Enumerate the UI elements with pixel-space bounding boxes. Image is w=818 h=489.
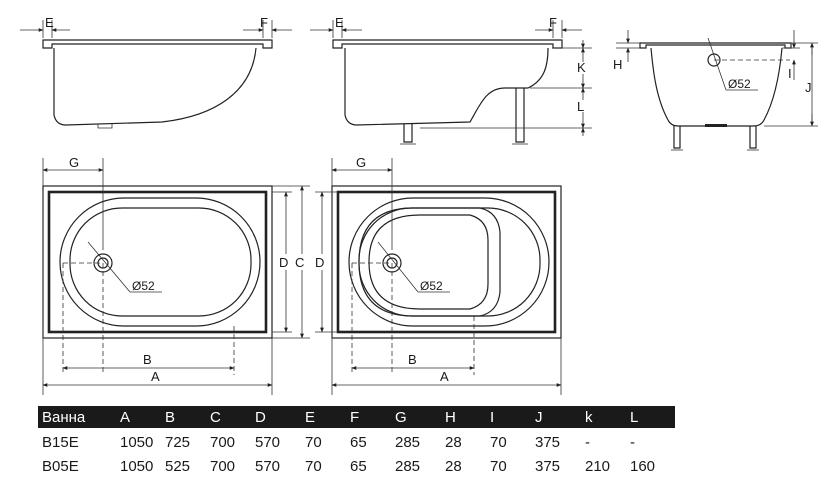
table-cell: 65	[350, 457, 367, 475]
side-view-b15e: E F	[20, 15, 292, 129]
specs-table: Ванна A B C D E F G H I J k L B15E 1050 …	[38, 406, 675, 478]
table-cell: 1050	[120, 457, 154, 475]
label-f: F	[260, 15, 268, 30]
label-drain-diameter: Ø52	[132, 279, 155, 293]
side-view-b05e: E F K L	[310, 15, 592, 145]
label-h: H	[613, 57, 622, 72]
table-cell: 160	[630, 457, 656, 475]
table-cell: 70	[305, 433, 322, 451]
column-header: C	[210, 406, 255, 428]
table-cell: 65	[350, 433, 367, 451]
label-k: K	[577, 60, 586, 75]
label-c: C	[295, 255, 304, 270]
table-cell: -	[585, 433, 590, 451]
table-cell: 1050	[120, 433, 154, 451]
table-row: B05E 1050 525 700 570 70 65 285 28 70 37…	[38, 454, 675, 478]
table-cell: 725	[165, 433, 191, 451]
table-cell: 70	[305, 457, 322, 475]
label-drain-diameter: Ø52	[728, 77, 751, 91]
drain-icon	[707, 53, 721, 67]
table-cell: 28	[445, 433, 462, 451]
label-f: F	[549, 15, 557, 30]
end-view: Ø52 H I J	[613, 30, 818, 151]
column-header: G	[395, 406, 445, 428]
label-b: B	[408, 352, 417, 367]
label-e: E	[45, 15, 54, 30]
column-header: E	[305, 406, 350, 428]
table-cell: 375	[535, 433, 561, 451]
table-cell: -	[630, 433, 635, 451]
table-row: B15E 1050 725 700 570 70 65 285 28 70 37…	[38, 428, 675, 454]
label-e: E	[335, 15, 344, 30]
label-g: G	[69, 155, 79, 170]
table-cell: 28	[445, 457, 462, 475]
column-header: F	[350, 406, 395, 428]
column-header: A	[120, 406, 165, 428]
column-header: Ванна	[38, 406, 120, 428]
label-a: A	[440, 369, 449, 384]
column-header: L	[630, 406, 675, 428]
table-cell: 700	[210, 457, 236, 475]
table-cell: 570	[255, 433, 281, 451]
table-cell: 700	[210, 433, 236, 451]
table-cell: 375	[535, 457, 561, 475]
column-header: D	[255, 406, 305, 428]
label-g: G	[356, 155, 366, 170]
table-cell: 570	[255, 457, 281, 475]
table-cell: 285	[395, 457, 421, 475]
label-j: J	[805, 80, 812, 95]
table-cell: B05E	[42, 457, 79, 475]
label-drain-diameter: Ø52	[420, 279, 443, 293]
bathtub-technical-drawing: E F E F K L	[20, 15, 818, 395]
table-header-row: Ванна A B C D E F G H I J k L	[38, 406, 675, 428]
label-i: I	[788, 66, 792, 81]
column-header: I	[490, 406, 535, 428]
table-cell: 70	[490, 457, 507, 475]
table-cell: 525	[165, 457, 191, 475]
column-header: k	[585, 406, 630, 428]
column-header: H	[445, 406, 490, 428]
column-header: J	[535, 406, 585, 428]
top-view-b15e: Ø52 G B A D C	[42, 155, 310, 395]
table-cell: 70	[490, 433, 507, 451]
table-cell: 285	[395, 433, 421, 451]
label-b: B	[143, 352, 152, 367]
label-a: A	[151, 369, 160, 384]
label-d: D	[279, 255, 288, 270]
column-header: B	[165, 406, 210, 428]
label-d: D	[315, 255, 324, 270]
label-l: L	[577, 99, 584, 114]
top-view-b05e: Ø52 G B A D	[315, 155, 562, 395]
table-cell: 210	[585, 457, 611, 475]
table-cell: B15E	[42, 433, 79, 451]
